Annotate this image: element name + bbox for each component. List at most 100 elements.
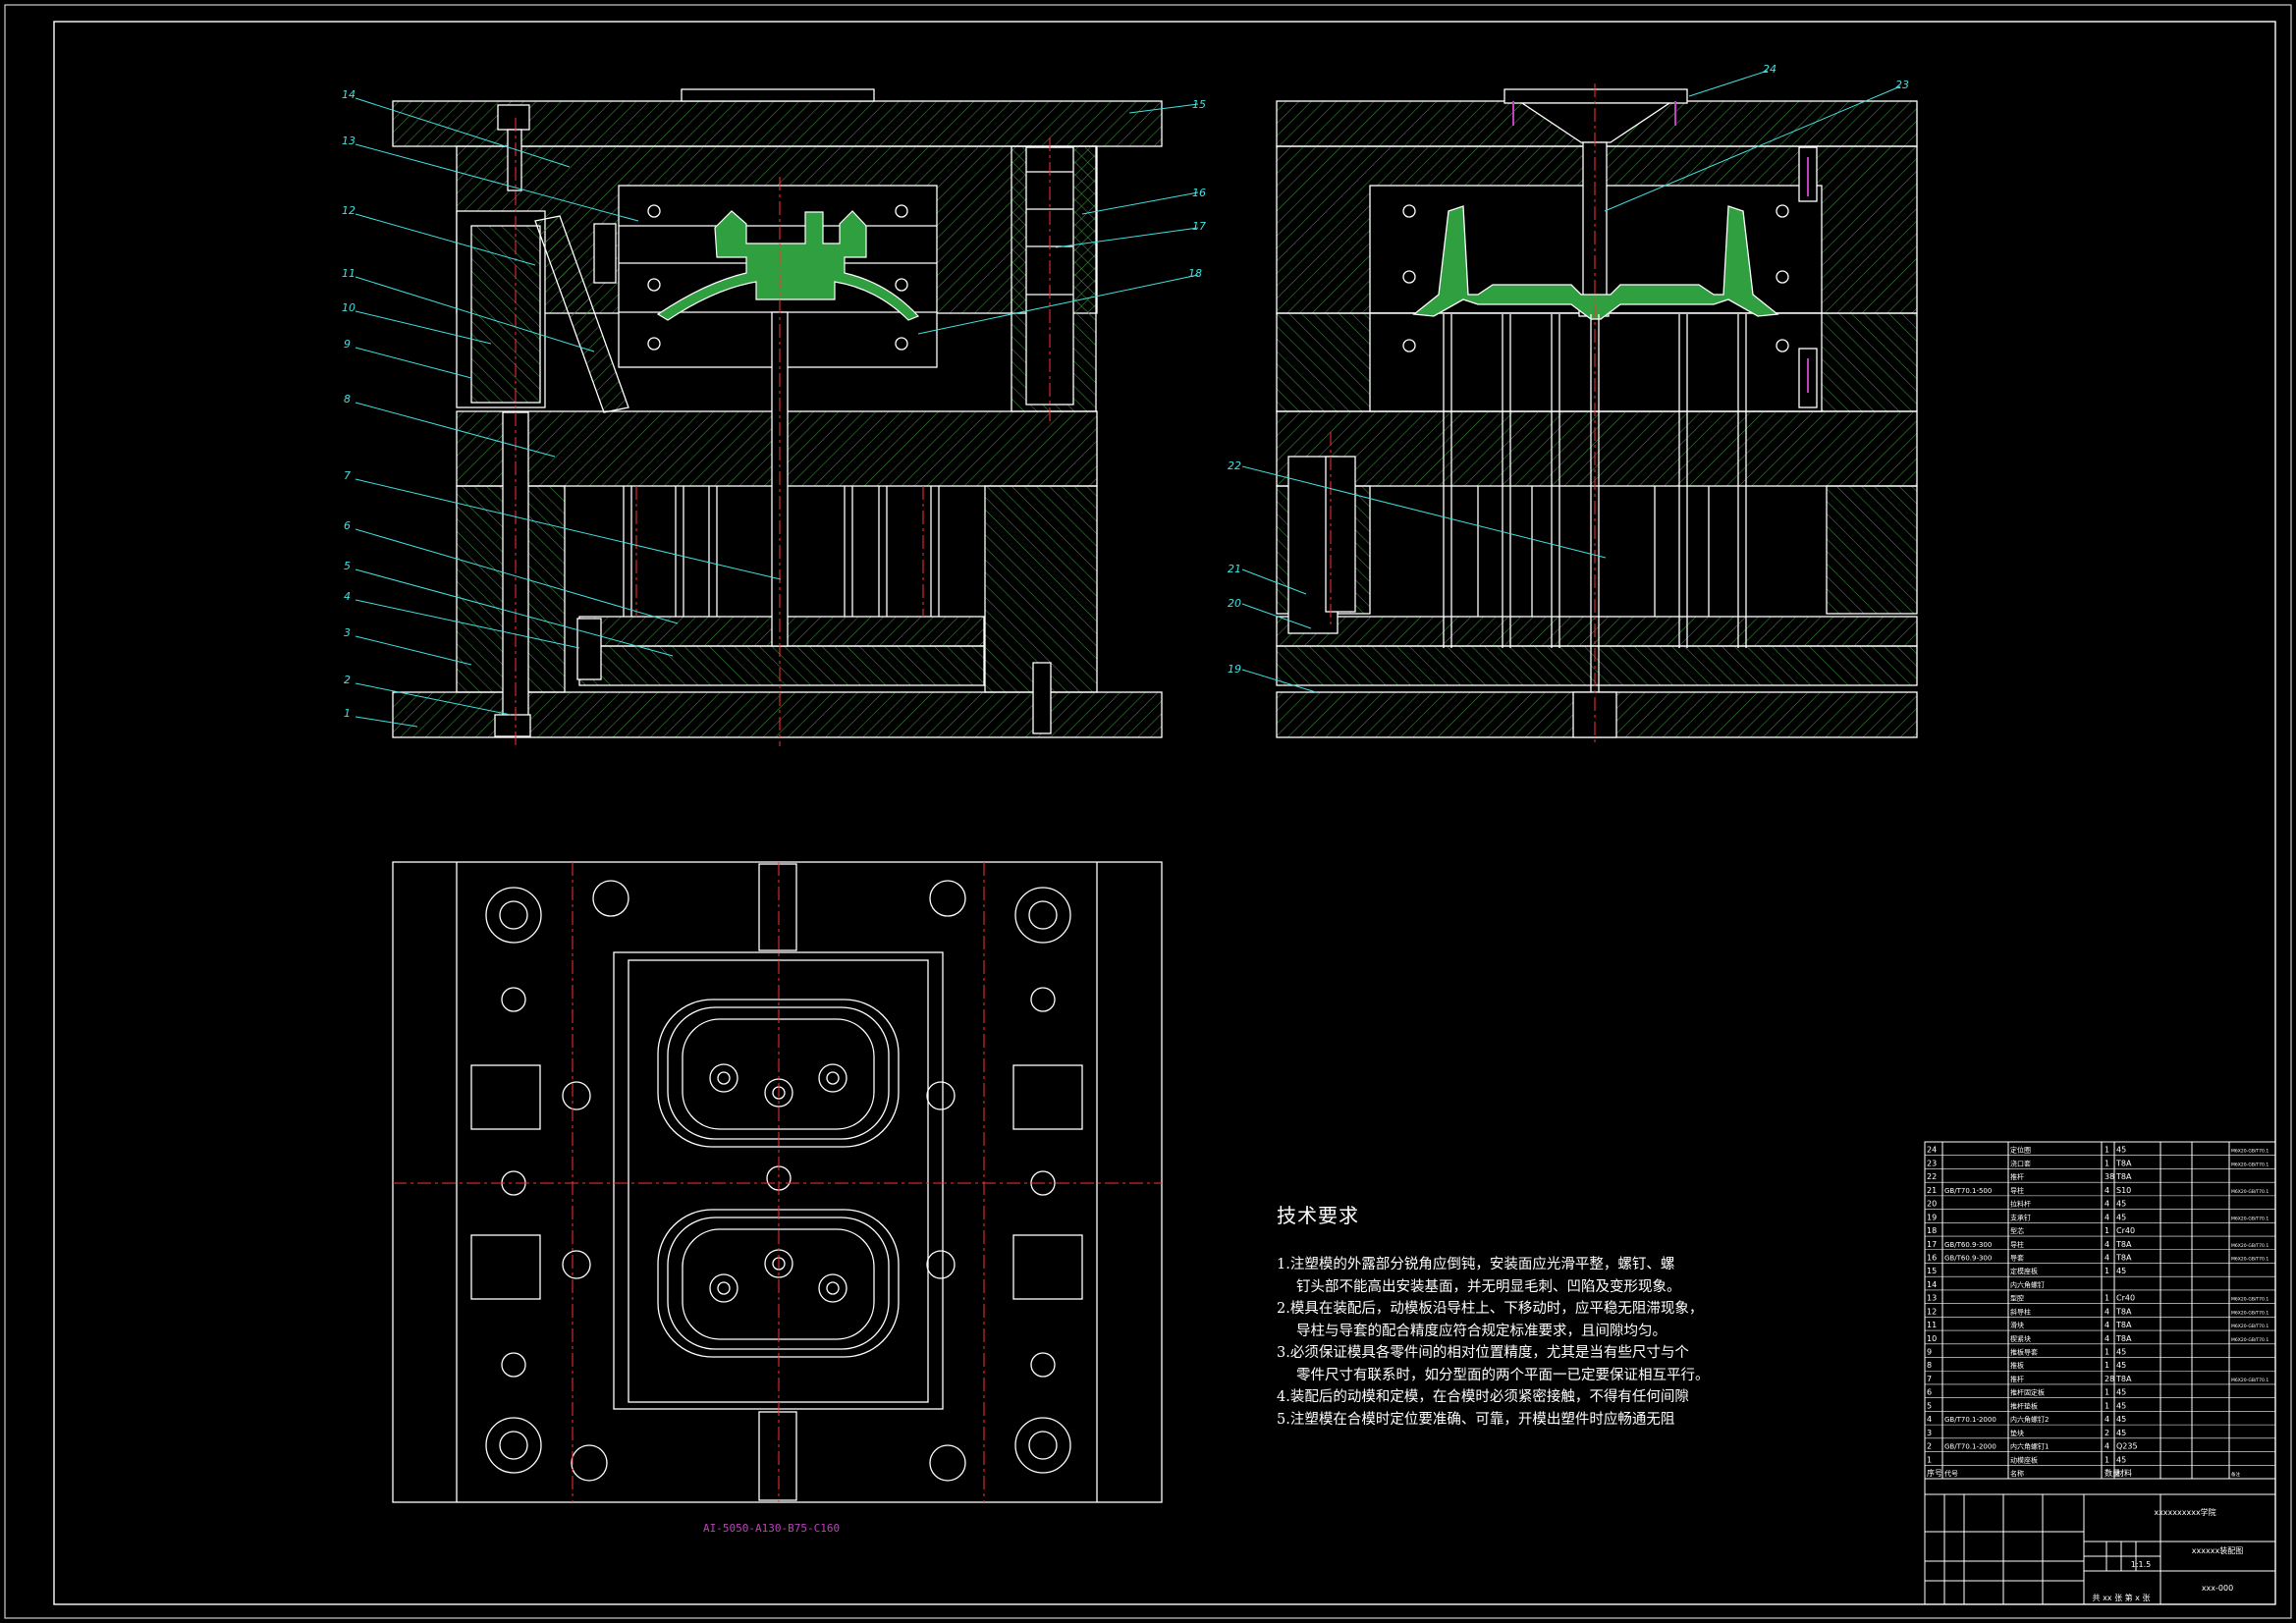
- bom-cell-name: 导柱: [2010, 1186, 2024, 1195]
- bom-cell-mat: 45: [2116, 1348, 2126, 1357]
- bom-cell-name: 内六角螺钉: [2010, 1280, 2045, 1289]
- tech-item-2: 2.模具在装配后，动模板沿导柱上、下移动时，应平稳无阻滞现象，: [1277, 1301, 1704, 1317]
- bom-cell-qty: 1: [2105, 1388, 2109, 1397]
- bom-cell-name: 型腔: [2010, 1294, 2024, 1303]
- bom-cell-mat: 45: [2116, 1213, 2126, 1221]
- technical-requirements: 技术要求 1.注塑模的外露部分锐角应倒钝，安装面应光滑平整，螺钉、螺 钉头部不能…: [1277, 1200, 1748, 1431]
- bom-cell-qty: 28: [2105, 1375, 2114, 1383]
- bom-cell-qty: 1: [2105, 1401, 2109, 1410]
- spec-label: AI-5050-A130-B75-C160: [703, 1522, 841, 1535]
- bom-cell-name: 内六角螺钉2: [2010, 1415, 2049, 1424]
- callout-15: 15: [1192, 98, 1206, 111]
- bom-cell-no: 20: [1927, 1200, 1937, 1209]
- bom-cell-name: 推杆固定板: [2010, 1388, 2045, 1397]
- bom-cell-note: M6X20-GB/T70.1: [2231, 1256, 2269, 1262]
- bom-cell-std: 代号: [1944, 1469, 1958, 1478]
- bom-cell-std: GB/T60.9-300: [1944, 1254, 1992, 1262]
- callout-7: 7: [344, 469, 351, 482]
- bom-cell-note: M6X20-GB/T70.1: [2231, 1378, 2269, 1383]
- bom-cell-note: M6X20-GB/T70.1: [2231, 1337, 2269, 1343]
- scale-value: 1:1.5: [2131, 1560, 2152, 1569]
- bom-cell-no: 15: [1927, 1267, 1937, 1275]
- bom-cell-no: 19: [1927, 1213, 1937, 1221]
- callout-4: 4: [344, 590, 351, 603]
- tech-item-2-cont: 导柱与导套的配合精度应符合规定标准要求，且间隙均匀。: [1296, 1323, 1667, 1339]
- bom-cell-note: M6X20-GB/T70.1: [2231, 1310, 2269, 1316]
- callout-6: 6: [344, 519, 351, 532]
- bom-cell-mat: S10: [2116, 1186, 2131, 1195]
- bom-cell-qty: 4: [2105, 1442, 2109, 1451]
- bom-cell-std: GB/T70.1-2000: [1944, 1416, 1996, 1424]
- bom-cell-name: 名称: [2010, 1469, 2024, 1478]
- drawing-name: xxxxxx装配图: [2192, 1545, 2243, 1555]
- bom-cell-mat: T8A: [2115, 1375, 2132, 1383]
- callout-18: 18: [1188, 267, 1202, 280]
- bom-cell-no: 22: [1927, 1172, 1937, 1181]
- bom-cell-note: M6X20-GB/T70.1: [2231, 1216, 2269, 1221]
- bom-cell-mat: 45: [2116, 1415, 2126, 1424]
- bom-cell-name: 斜导柱: [2010, 1307, 2031, 1316]
- tech-title: 技术要求: [1277, 1204, 1359, 1227]
- bom-cell-name: 浇口套: [2010, 1159, 2031, 1167]
- front-section-view: [392, 88, 1163, 738]
- bom-cell-mat: T8A: [2115, 1334, 2132, 1343]
- bom-cell-no: 17: [1927, 1240, 1937, 1249]
- bom-cell-mat: 45: [2116, 1361, 2126, 1370]
- bom-cell-qty: 4: [2105, 1321, 2109, 1329]
- plan-view: [392, 861, 1163, 1503]
- bom-cell-qty: 2: [2105, 1429, 2109, 1437]
- bom-cell-qty: 1: [2105, 1294, 2109, 1303]
- bom-cell-no: 9: [1927, 1348, 1932, 1357]
- bom-cell-name: 推杆: [2010, 1172, 2024, 1181]
- callout-13: 13: [342, 135, 355, 147]
- bom-cell-qty: 4: [2105, 1334, 2109, 1343]
- bom-cell-mat: 45: [2116, 1146, 2126, 1155]
- bom-cell-note: M6X20-GB/T70.1: [2231, 1149, 2269, 1155]
- bom-cell-no: 18: [1927, 1226, 1937, 1235]
- callout-21: 21: [1228, 563, 1241, 575]
- sheet-count: 共 xx 张 第 x 张: [2093, 1593, 2151, 1602]
- outer-border: [4, 4, 2292, 1619]
- callout-leaders: [355, 70, 1901, 728]
- callout-3: 3: [344, 626, 351, 639]
- bom-cell-name: 导柱: [2010, 1240, 2024, 1249]
- bom-cell-mat: T8A: [2115, 1321, 2132, 1329]
- bom-cell-name: 定位圈: [2010, 1146, 2031, 1155]
- bom-cell-no: 4: [1927, 1415, 1932, 1424]
- bom-cell-qty: 1: [2105, 1226, 2109, 1235]
- bom-cell-no: 11: [1927, 1321, 1937, 1329]
- bom-cell-note: M6X20-GB/T70.1: [2231, 1189, 2269, 1195]
- bom-cell-mat: 45: [2116, 1200, 2126, 1209]
- bom-cell-name: 拉料杆: [2010, 1200, 2031, 1209]
- bom-cell-no: 23: [1927, 1159, 1937, 1167]
- drawing-number: xxx-000: [2202, 1584, 2233, 1593]
- bom-cell-name: 支承钉: [2010, 1213, 2031, 1221]
- tech-item-3-cont: 零件尺寸有联系时，如分型面的两个平面一已定要保证相互平行。: [1296, 1367, 1710, 1383]
- callout-16: 16: [1192, 187, 1206, 199]
- bom-cell-no: 21: [1927, 1186, 1937, 1195]
- callout-12: 12: [342, 204, 355, 217]
- tech-item-4: 4.装配后的动模和定模，在合模时必须紧密接触，不得有任何间隙: [1277, 1389, 1689, 1405]
- bom-cell-qty: 4: [2105, 1200, 2109, 1209]
- callout-numbers: 14 13 12 11 10 9 8 7 6 5 4 3 2 1 15 16 1…: [342, 63, 1909, 720]
- bom-cell-mat: T8A: [2115, 1159, 2132, 1167]
- bom-cell-note: M6X20-GB/T70.1: [2231, 1243, 2269, 1249]
- bom-cell-name: 推板导套: [2010, 1348, 2038, 1357]
- bom-cell-mat: T8A: [2115, 1172, 2132, 1181]
- bom-cell-no: 12: [1927, 1307, 1937, 1316]
- bom-cell-qty: 4: [2105, 1240, 2109, 1249]
- bom-cell-mat: 45: [2116, 1388, 2126, 1397]
- bom-cell-no: 16: [1927, 1253, 1937, 1262]
- bom-cell-no: 8: [1927, 1361, 1932, 1370]
- bom-cell-no: 10: [1927, 1334, 1937, 1343]
- bom-cell-name: 导套: [2010, 1253, 2024, 1262]
- bom-cell-std: GB/T70.1-2000: [1944, 1443, 1996, 1451]
- bom-cell-no: 序号: [1927, 1468, 1942, 1478]
- bom-cell-name: 内六角螺钉1: [2010, 1442, 2049, 1451]
- bom-cell-no: 5: [1927, 1401, 1932, 1410]
- bom-cell-std: GB/T70.1-500: [1944, 1187, 1992, 1195]
- callout-14: 14: [342, 88, 355, 101]
- bom-cell-qty: 1: [2105, 1267, 2109, 1275]
